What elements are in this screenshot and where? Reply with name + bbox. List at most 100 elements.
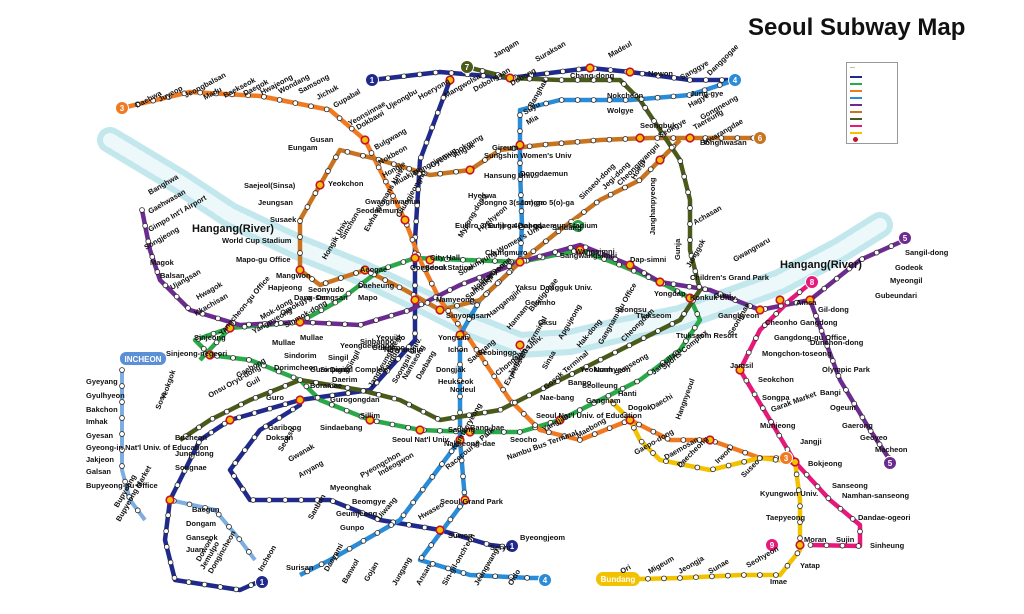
station-dot — [760, 405, 766, 411]
station-dot — [664, 436, 671, 442]
station-label: Juan — [186, 545, 204, 554]
station-label: Sinbanpo — [360, 337, 395, 346]
station-label: Mongchon-toseong — [762, 349, 832, 358]
station-dot — [185, 305, 191, 311]
station-dot — [119, 463, 125, 469]
station-dot — [747, 303, 753, 309]
station-dot — [421, 524, 428, 531]
station-label: Jamsil — [730, 361, 753, 370]
station-dot — [209, 415, 216, 422]
station-dot — [310, 319, 316, 326]
station-dot — [702, 286, 708, 293]
station-dot — [506, 269, 513, 276]
station-dot — [437, 427, 443, 434]
station-dot — [423, 139, 430, 146]
station-label: Sillim — [360, 411, 380, 420]
station-label: Gongdeok — [410, 263, 448, 272]
station-dot — [221, 420, 228, 427]
transfer-station-marker — [455, 435, 465, 445]
station-dot — [494, 280, 501, 287]
station-label: Gangnam — [586, 396, 621, 405]
line-badge-b1b: 1 — [505, 539, 519, 553]
station-label: Dorimcheon — [274, 363, 318, 372]
station-label: Gwanghwamun — [365, 197, 421, 206]
station-dot — [606, 77, 613, 83]
line-badge-label: 4 — [543, 576, 548, 585]
station-dot — [461, 489, 468, 496]
station-dot — [304, 204, 311, 210]
transfer-station-marker — [205, 350, 215, 360]
transfer-station-marker — [460, 495, 470, 505]
station-dot — [693, 574, 699, 581]
station-dot — [508, 574, 514, 580]
station-label: Ichon — [448, 345, 468, 354]
station-dot — [833, 275, 840, 282]
station-label: Seoul Grand Park — [440, 497, 504, 506]
transfer-station-marker — [625, 260, 635, 270]
station-dot — [784, 299, 791, 306]
station-dot — [554, 378, 561, 384]
station-dot — [757, 572, 763, 578]
station-dot — [245, 92, 251, 99]
station-dot — [241, 323, 248, 330]
station-dot — [186, 501, 193, 508]
station-dot — [677, 158, 684, 164]
transfer-station-marker — [415, 425, 425, 435]
line-badge-label: 8 — [810, 278, 815, 287]
station-label: Ttukseom — [636, 311, 672, 320]
station-label: Gyulhyeon — [86, 391, 125, 400]
station-dot — [238, 401, 244, 408]
station-dot — [821, 285, 828, 292]
station-dot — [457, 409, 463, 416]
station-label: Gyeyang — [86, 377, 118, 386]
station-label: Magok — [150, 258, 175, 267]
station-label: Taepyeong — [766, 513, 805, 522]
station-label: Doksan — [266, 433, 294, 442]
station-dot — [162, 282, 169, 289]
station-dot — [645, 274, 652, 280]
transfer-station-marker — [455, 330, 465, 340]
station-label: Anyang — [297, 458, 326, 480]
station-dot — [661, 575, 667, 582]
station-dot — [718, 135, 725, 141]
station-dot — [261, 93, 267, 100]
station-dot — [619, 385, 626, 392]
station-dot — [460, 570, 467, 576]
station-label: Nowon — [648, 69, 673, 78]
station-dot — [432, 294, 439, 301]
station-dot — [421, 170, 428, 177]
station-dot — [385, 75, 391, 81]
station-label: Jeongwang — [472, 546, 501, 587]
station-dot — [429, 124, 435, 131]
station-dot — [457, 503, 463, 510]
station-label: Yaksu — [515, 283, 537, 292]
station-label: Susaek — [270, 215, 297, 224]
station-dot — [762, 322, 768, 328]
station-label: Munjeong — [760, 421, 796, 430]
station-label: Bucheon — [175, 433, 208, 442]
station-dot — [555, 228, 562, 235]
station-dot — [543, 238, 549, 245]
station-dot — [632, 92, 639, 99]
station-dot — [318, 307, 325, 314]
line-badge-label: 5 — [903, 234, 908, 243]
transfer-station-marker — [625, 67, 635, 77]
station-dot — [768, 419, 774, 425]
station-dot — [876, 441, 883, 448]
station-label: Dogok — [628, 403, 652, 412]
station-dot — [501, 429, 507, 435]
transfer-station-marker — [295, 317, 305, 327]
station-dot — [654, 94, 661, 101]
station-label: Suraksan — [534, 39, 568, 64]
station-dot — [681, 173, 687, 180]
station-dot — [182, 433, 189, 440]
station-dot — [612, 256, 619, 262]
station-label: Saejeol(Sinsa) — [244, 181, 296, 190]
station-dot — [412, 266, 418, 273]
station-dot — [687, 237, 693, 243]
station-dot — [855, 543, 862, 549]
station-dot — [290, 406, 296, 413]
station-dot — [447, 287, 453, 293]
transfer-station-marker — [400, 215, 410, 225]
station-dot — [873, 249, 880, 256]
